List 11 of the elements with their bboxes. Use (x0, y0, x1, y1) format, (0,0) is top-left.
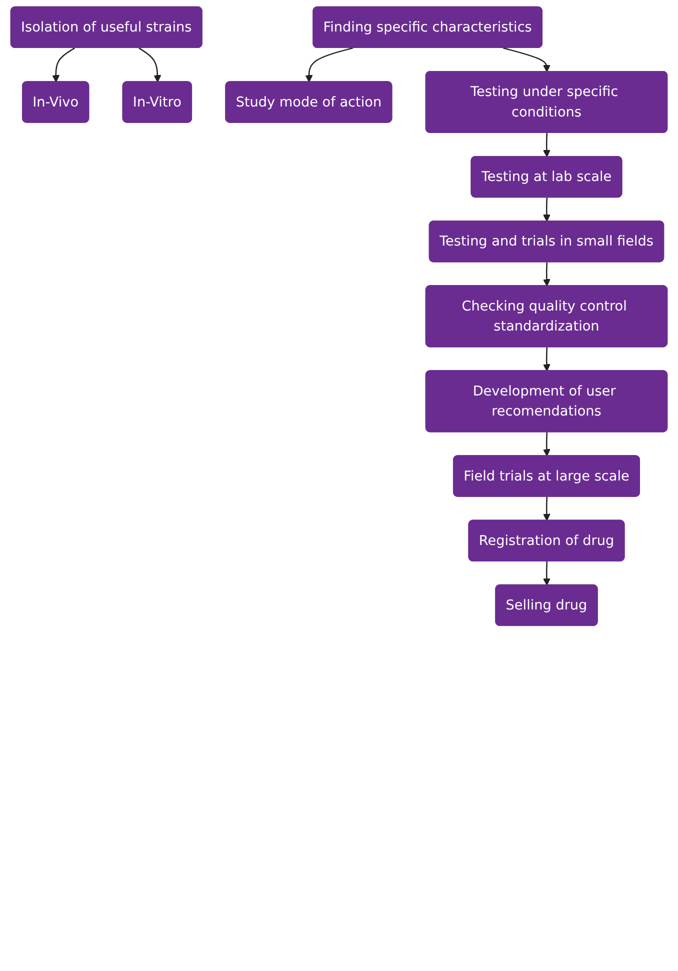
arrow (502, 47, 550, 72)
arrow (542, 432, 550, 456)
arrow (542, 561, 550, 586)
arrow (138, 47, 162, 82)
arrow (305, 47, 354, 82)
arrow (542, 198, 550, 222)
arrow (542, 347, 550, 372)
arrow (542, 262, 550, 286)
arrow (52, 47, 76, 82)
arrow (542, 496, 550, 521)
arrow (542, 133, 550, 158)
